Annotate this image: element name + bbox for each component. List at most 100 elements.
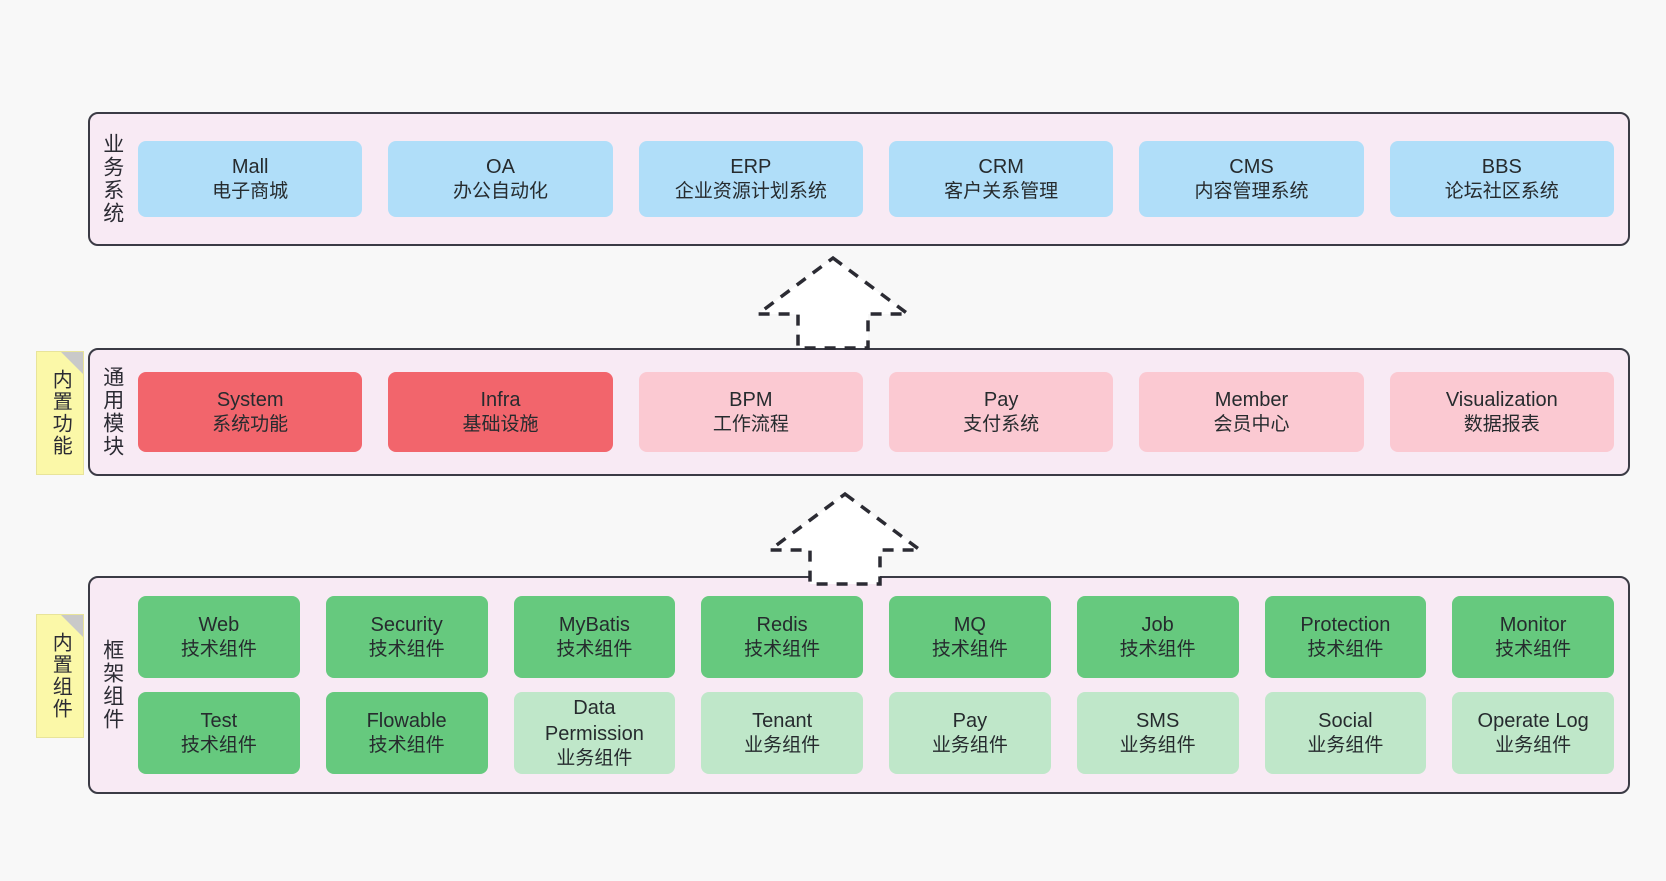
card-subtitle: 业务组件	[556, 747, 633, 769]
module-card-visualization[interactable]: Visualization 数据报表	[1389, 372, 1614, 452]
card-subtitle: 业务组件	[931, 734, 1008, 756]
business-card-bbs[interactable]: BBS 论坛社区系统	[1389, 141, 1614, 217]
framework-card-pay[interactable]: Pay 业务组件	[889, 692, 1051, 774]
card-subtitle: 基础设施	[462, 413, 539, 435]
business-card-crm[interactable]: CRM 客户关系管理	[888, 141, 1114, 217]
card-subtitle: 业务组件	[1495, 734, 1572, 756]
card-subtitle: 客户关系管理	[944, 180, 1059, 202]
framework-card-job[interactable]: Job 技术组件	[1076, 596, 1239, 678]
card-title: Protection	[1300, 613, 1391, 636]
card-title: Tenant	[752, 709, 813, 732]
module-card-infra[interactable]: Infra 基础设施	[388, 372, 613, 452]
card-subtitle: 办公自动化	[452, 180, 548, 202]
card-title: Visualization	[1445, 388, 1558, 411]
card-subtitle: 工作流程	[712, 413, 789, 435]
framework-card-operate-log[interactable]: Operate Log 业务组件	[1452, 692, 1614, 774]
card-subtitle: 技术组件	[1119, 638, 1196, 660]
card-subtitle: 技术组件	[556, 638, 633, 660]
card-title: CMS	[1229, 155, 1274, 178]
card-subtitle: 支付系统	[963, 413, 1040, 435]
layer-body-business: Mall 电子商城 OA 办公自动化 ERP 企业资源计划系统 CRM 客户关系…	[134, 114, 1628, 244]
framework-card-tenant[interactable]: Tenant 业务组件	[701, 692, 863, 774]
card-title: Pay	[952, 709, 988, 732]
layer-title-business: 业务系统	[100, 133, 124, 225]
card-subtitle: 技术组件	[180, 734, 257, 756]
card-title: Monitor	[1499, 613, 1567, 636]
business-card-mall[interactable]: Mall 电子商城	[138, 141, 363, 217]
framework-card-flowable[interactable]: Flowable 技术组件	[325, 692, 488, 774]
business-card-cms[interactable]: CMS 内容管理系统	[1139, 141, 1364, 217]
framework-card-test[interactable]: Test 技术组件	[138, 692, 300, 774]
framework-card-mybatis[interactable]: MyBatis 技术组件	[513, 596, 676, 678]
card-subtitle: 企业资源计划系统	[674, 180, 827, 202]
card-title: OA	[486, 155, 515, 178]
card-subtitle: 论坛社区系统	[1444, 180, 1559, 202]
module-card-system[interactable]: System 系统功能	[138, 372, 363, 452]
card-title: Social	[1318, 709, 1373, 732]
business-card-erp[interactable]: ERP 企业资源计划系统	[638, 141, 863, 217]
module-card-member[interactable]: Member 会员中心	[1139, 372, 1364, 452]
card-subtitle: 技术组件	[1495, 638, 1572, 660]
card-title: MQ	[953, 613, 986, 636]
card-title: Web	[198, 613, 240, 636]
card-title: Pay	[983, 388, 1019, 411]
card-title: Test	[200, 709, 238, 732]
card-subtitle: 业务组件	[744, 734, 821, 756]
card-subtitle: 系统功能	[212, 413, 289, 435]
card-title: Mall	[231, 155, 269, 178]
card-title: Security	[370, 613, 443, 636]
card-subtitle: 会员中心	[1213, 413, 1290, 435]
layer-framework-components: 框架组件 Web 技术组件 Security 技术组件 MyBatis 技术组件…	[88, 576, 1630, 794]
card-title: CRM	[978, 155, 1024, 178]
framework-card-redis[interactable]: Redis 技术组件	[701, 596, 863, 678]
layer-business-systems: 业务系统 Mall 电子商城 OA 办公自动化 ERP 企业资源计划系统 CRM…	[88, 112, 1630, 246]
card-title: SMS	[1135, 709, 1180, 732]
card-title: BPM	[729, 388, 773, 411]
card-subtitle: 数据报表	[1463, 413, 1540, 435]
framework-card-row-2: Test 技术组件 Flowable 技术组件 Data Permission …	[138, 692, 1614, 774]
layer-title-framework: 框架组件	[100, 639, 124, 731]
card-title: Data Permission	[544, 696, 644, 745]
card-title: Operate Log	[1477, 709, 1589, 732]
layer-title-modules: 通用模块	[100, 366, 124, 458]
card-subtitle: 业务组件	[1119, 734, 1196, 756]
module-card-pay[interactable]: Pay 支付系统	[888, 372, 1114, 452]
card-title: BBS	[1481, 155, 1522, 178]
module-card-bpm[interactable]: BPM 工作流程	[638, 372, 863, 452]
card-title: Member	[1214, 388, 1289, 411]
connector-build-svg	[752, 255, 914, 350]
framework-card-social[interactable]: Social 业务组件	[1264, 692, 1427, 774]
sticky-note-builtin-components: 内置组件	[36, 614, 84, 738]
framework-card-web[interactable]: Web 技术组件	[138, 596, 300, 678]
business-card-row: Mall 电子商城 OA 办公自动化 ERP 企业资源计划系统 CRM 客户关系…	[138, 141, 1614, 217]
card-subtitle: 内容管理系统	[1194, 180, 1309, 202]
connector-implement-arrow	[760, 488, 930, 588]
framework-card-protection[interactable]: Protection 技术组件	[1264, 596, 1427, 678]
card-title: Flowable	[366, 709, 447, 732]
framework-card-sms[interactable]: SMS 业务组件	[1076, 692, 1239, 774]
framework-card-data-permission[interactable]: Data Permission 业务组件	[513, 692, 676, 774]
card-subtitle: 技术组件	[368, 734, 445, 756]
connector-implement-svg	[764, 491, 926, 586]
connector-build-arrow	[748, 252, 918, 352]
card-title: ERP	[730, 155, 772, 178]
business-card-oa[interactable]: OA 办公自动化	[388, 141, 613, 217]
layer-body-modules: System 系统功能 Infra 基础设施 BPM 工作流程 Pay 支付系统…	[134, 350, 1628, 474]
card-title: Job	[1141, 613, 1174, 636]
card-subtitle: 技术组件	[744, 638, 821, 660]
layer-common-modules: 通用模块 System 系统功能 Infra 基础设施 BPM 工作流程 Pay…	[88, 348, 1630, 476]
card-subtitle: 技术组件	[931, 638, 1008, 660]
module-card-row: System 系统功能 Infra 基础设施 BPM 工作流程 Pay 支付系统…	[138, 372, 1614, 452]
card-subtitle: 业务组件	[1307, 734, 1384, 756]
framework-card-mq[interactable]: MQ 技术组件	[889, 596, 1051, 678]
card-subtitle: 电子商城	[212, 180, 289, 202]
card-title: System	[216, 388, 284, 411]
card-subtitle: 技术组件	[180, 638, 257, 660]
layer-body-framework: Web 技术组件 Security 技术组件 MyBatis 技术组件 Redi…	[134, 578, 1628, 792]
card-subtitle: 技术组件	[1307, 638, 1384, 660]
sticky-note-builtin-features: 内置功能	[36, 351, 84, 475]
framework-card-monitor[interactable]: Monitor 技术组件	[1452, 596, 1614, 678]
framework-card-security[interactable]: Security 技术组件	[325, 596, 488, 678]
card-title: MyBatis	[558, 613, 630, 636]
card-subtitle: 技术组件	[368, 638, 445, 660]
